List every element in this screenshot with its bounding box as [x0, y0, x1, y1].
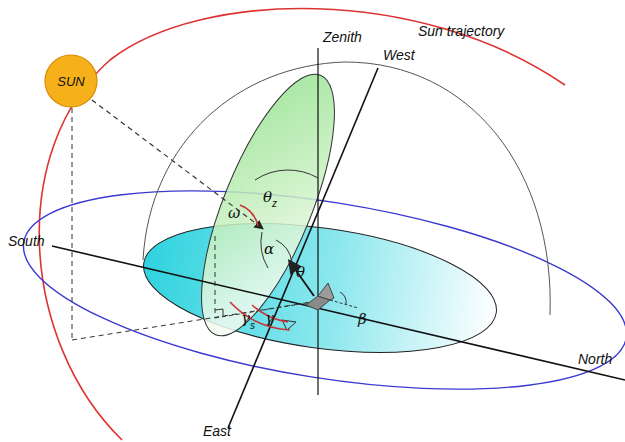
angle-label: γ [241, 311, 250, 326]
axis-label: Zenith [323, 30, 362, 44]
angle-subscript: z [272, 199, 277, 209]
angle-label: α [264, 242, 274, 257]
axis-label: East [203, 424, 231, 438]
angle-subscript: s [250, 321, 255, 331]
angle-label: ω [228, 206, 240, 221]
axis-label: South [8, 234, 45, 248]
angle-label: γ [265, 311, 274, 326]
sun-circle: SUN [44, 54, 98, 108]
angle-label: θ [296, 265, 305, 280]
sun-label: SUN [57, 74, 84, 89]
axis-label: North [578, 352, 612, 366]
angle-label: θ [263, 190, 272, 205]
axis-label: West [383, 48, 415, 62]
trajectory-label: Sun trajectory [418, 24, 504, 38]
angle-label: β [358, 312, 367, 327]
